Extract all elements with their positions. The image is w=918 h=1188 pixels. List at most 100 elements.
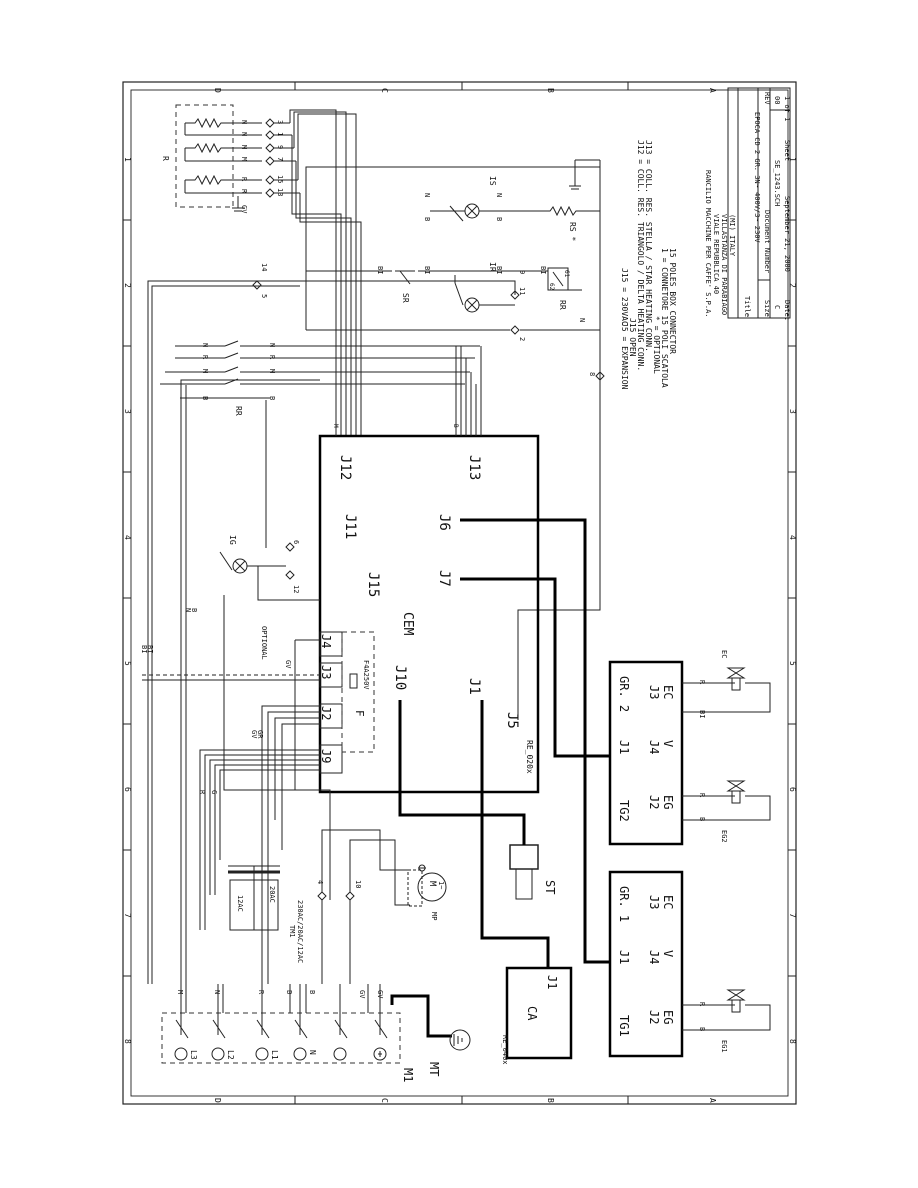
label-heater-r: R [161,156,170,161]
j12-j13-wires [335,346,482,436]
m1-wire-gv2: GV [376,990,384,999]
mp-tilde: 1~ [437,881,445,889]
sr-pressure-switch [395,270,415,285]
j13-pin-b: B [452,424,459,428]
wire-n-rr1: N [268,343,276,347]
st-wire [398,700,526,845]
zone-right-1: 1 [788,157,797,162]
fuse-f [349,673,358,689]
tb-sheet-value: 1 of 1 [783,96,791,121]
tm1-12ac: 12AC [236,895,244,912]
wire-bi-2: BI [423,266,431,274]
wire-gv-j2: GV [250,730,258,739]
ca-wire [480,700,550,968]
connector-j2: J2 [319,706,333,720]
connector-j11: J11 [342,514,358,539]
zone-left-7: 7 [123,913,132,918]
terminal-6: 6 [292,540,300,544]
tb-size-label: Size [763,300,771,317]
wire-bi-ec: BI [698,710,706,718]
mt-earth-symbol [449,1029,471,1051]
zone-ticks [123,82,796,1104]
terminal-5: 5 [260,294,268,298]
gr1-j2: J2 [647,1010,661,1024]
tb-rev-label: REV [763,92,771,105]
tm1-ratings: 230AC/20AC/12AC [296,900,304,963]
note-1: J5 = EXPANSION [620,322,629,390]
heater-wires [289,109,362,436]
zone-top-c: C [380,88,389,93]
zone-bottom-a: A [708,1098,717,1103]
m1-wire-n: N [213,990,221,994]
label-m1: M1 [401,1068,415,1082]
label-st: ST [543,880,557,894]
mp-m: M [427,881,437,887]
label-sr: SR [401,293,410,303]
inner-frame [130,89,789,1097]
note-extra: J15 OPEN [628,318,637,357]
zone-top-d: D [213,88,222,93]
label-optional: OPTIONAL [260,626,268,660]
terminal-8: 8 [588,372,596,376]
gr1-ec: EC [661,895,675,909]
m1-wire-gv1: GV [358,990,366,999]
zone-left-8: 8 [123,1039,132,1044]
wire-n-rr: N [578,318,586,322]
terminal-l1: L1 [270,1050,279,1060]
terminal-13: 13 [276,188,284,196]
zone-top-a: A [708,88,717,93]
zone-left-6: 6 [123,787,132,792]
cem-board [318,434,540,794]
zone-left-5: 5 [123,661,132,666]
wire-b-eg1: B [698,1027,706,1031]
connector-j15: J15 [365,572,381,597]
m1-wire-b2: B [308,990,316,994]
j7-wire [460,577,610,758]
wire-bi-opt2: BI [146,645,154,653]
tb-docnum-value: SE_1243.SCH [773,160,781,206]
label-mt: MT [427,1062,441,1076]
wire-r-eg2: R [698,793,706,798]
note-7: 15 POLES BOX CONNECTOR [668,248,677,354]
wire-n-rr2: N [201,343,209,347]
gr1-v: V [661,950,675,957]
tb-address3: (MI) ITALY [728,214,736,257]
j6-wire [460,518,610,964]
wire-g-j9: G [210,790,218,794]
gr2-j3: J3 [647,685,661,699]
zone-right-2: 2 [788,283,797,288]
wire-r-rr2: R [201,355,209,360]
wire-m-rr2: M [201,369,209,373]
label-ec: EC [720,650,728,658]
fuse-label: F [353,710,366,717]
terminal-3: 3 [276,120,284,124]
gr2-j4: J4 [647,740,661,754]
zone-bottom-b: B [546,1098,555,1103]
eg2-valve [682,780,771,821]
connector-j1: J1 [466,678,482,695]
gr2-j2: J2 [647,795,661,809]
wire-bi-3: BI [539,266,547,274]
zone-left-4: 4 [123,535,132,540]
wire-n-ig: N [184,608,192,612]
heater-terminals [265,118,300,198]
label-mp: MP [430,912,438,920]
connector-j3: J3 [319,665,333,679]
m1-wire-m: M [176,990,184,994]
label-ir: IR [488,262,497,272]
wire-r-2: R [240,189,248,194]
ca-title: CA [525,1006,539,1021]
terminal-2: 2 [518,337,526,341]
wire-m-rr1: M [268,369,276,373]
title-block [727,87,791,319]
terminal-10: 10 [354,880,362,888]
gr2-tg: TG2 [617,800,631,822]
note-4: J13 = COLL. RES. STELLA / STAR HEATING C… [644,140,653,352]
wire-r-rr1: R [268,355,276,360]
terminal-7: 7 [276,157,284,161]
gr2-ec: EC [661,685,675,699]
connector-j5: J5 [504,712,520,729]
terminal-l2: L2 [226,1050,235,1060]
m1-wire-r: R [257,990,265,995]
